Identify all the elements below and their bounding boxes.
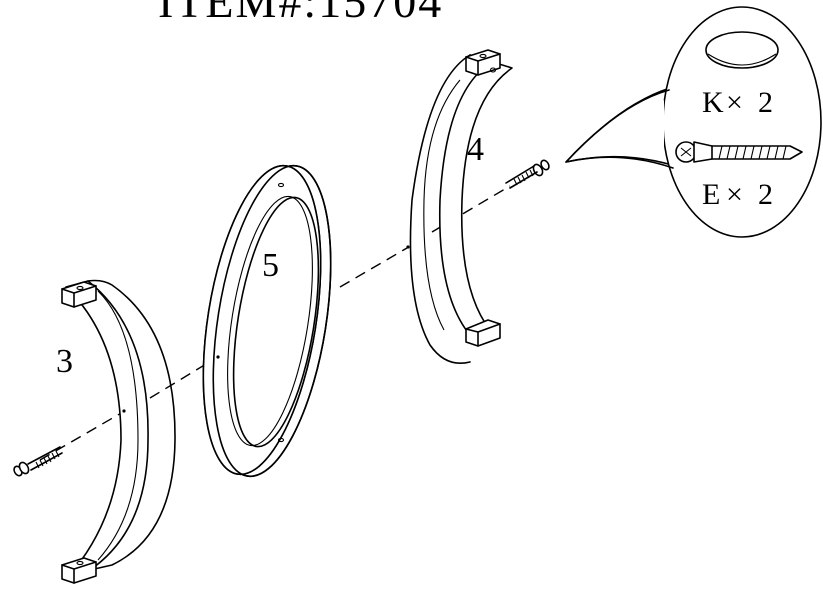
screw-e-icon bbox=[675, 141, 803, 163]
part-3-label: 3 bbox=[56, 343, 73, 380]
part-3-left-arc bbox=[61, 279, 176, 584]
cap-qty: 2 bbox=[758, 86, 773, 119]
cap-k-icon bbox=[705, 31, 779, 69]
screw-qty: 2 bbox=[758, 178, 773, 211]
screw-quantity-label: E × 2 bbox=[702, 178, 773, 211]
cap-times: × bbox=[726, 86, 743, 119]
part-5-label: 5 bbox=[262, 247, 279, 284]
screw-right bbox=[505, 159, 550, 189]
screw-letter: E bbox=[702, 178, 720, 211]
screw-left bbox=[13, 446, 63, 477]
part-4-label: 4 bbox=[467, 131, 484, 168]
item-number-title: ITEM#:15704 bbox=[158, 0, 444, 27]
part-5-oval-ring bbox=[202, 164, 332, 478]
cap-quantity-label: K × 2 bbox=[702, 86, 773, 119]
hardware-callout bbox=[565, 6, 822, 238]
cap-letter: K bbox=[702, 86, 724, 119]
screw-times: × bbox=[726, 178, 743, 211]
assembly-axis-line bbox=[39, 185, 511, 461]
part-4-right-arc bbox=[406, 49, 513, 364]
